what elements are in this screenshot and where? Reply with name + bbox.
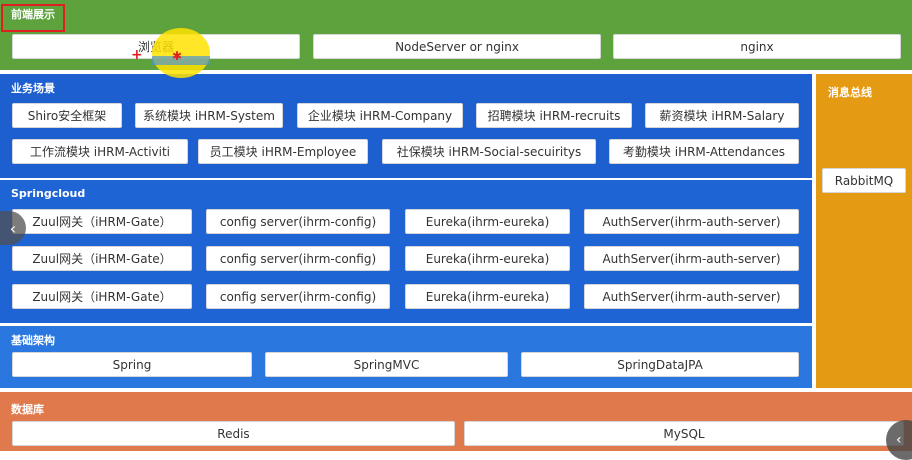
biz-box: Shiro安全框架 (12, 103, 122, 128)
infra-box: Spring (12, 352, 252, 377)
springcloud-box: config server(ihrm-config) (206, 284, 390, 309)
redis-box: Redis (12, 421, 455, 446)
springcloud-box: Eureka(ihrm-eureka) (405, 209, 570, 234)
biz-box: 企业模块 iHRM-Company (297, 103, 463, 128)
biz-box: 薪资模块 iHRM-Salary (645, 103, 799, 128)
springcloud-layer-title: Springcloud (11, 187, 86, 200)
chevron-icon: ‹ (896, 432, 902, 448)
biz-box: 员工模块 iHRM-Employee (198, 139, 368, 164)
rabbitmq-box: RabbitMQ (822, 168, 906, 193)
infrastructure-layer: 基础架构 Spring SpringMVC SpringDataJPA (0, 326, 812, 388)
message-bus-layer: 消息总线 RabbitMQ (816, 74, 912, 388)
biz-box: 工作流模块 iHRM-Activiti (12, 139, 188, 164)
springcloud-box: Eureka(ihrm-eureka) (405, 284, 570, 309)
springcloud-box: AuthServer(ihrm-auth-server) (584, 284, 799, 309)
business-layer: 业务场景 Shiro安全框架 系统模块 iHRM-System 企业模块 iHR… (0, 74, 812, 178)
chevron-left-icon: ‹ (9, 218, 17, 238)
springcloud-box: Zuul网关（iHRM-Gate） (12, 209, 192, 234)
message-bus-title: 消息总线 (828, 86, 872, 99)
cursor-highlight (152, 28, 210, 78)
infrastructure-layer-title: 基础架构 (11, 334, 55, 347)
mysql-box: MySQL (464, 421, 904, 446)
springcloud-layer: Springcloud Zuul网关（iHRM-Gate） config ser… (0, 180, 812, 323)
springcloud-box: Eureka(ihrm-eureka) (405, 246, 570, 271)
springcloud-box: config server(ihrm-config) (206, 209, 390, 234)
springcloud-box: AuthServer(ihrm-auth-server) (584, 209, 799, 234)
frontend-layer: 前端展示 浏览器 NodeServer or nginx nginx (0, 0, 912, 70)
springcloud-box: Zuul网关（iHRM-Gate） (12, 284, 192, 309)
infra-box: SpringMVC (265, 352, 508, 377)
springcloud-box: Zuul网关（iHRM-Gate） (12, 246, 192, 271)
frontend-layer-title: 前端展示 (11, 8, 55, 21)
biz-box: 招聘模块 iHRM-recruits (476, 103, 632, 128)
biz-box: 社保模块 iHRM-Social-secuiritys (382, 139, 596, 164)
infra-box: SpringDataJPA (521, 352, 799, 377)
biz-box: 系统模块 iHRM-System (135, 103, 283, 128)
nginx-box: nginx (613, 34, 901, 59)
nodeserver-box: NodeServer or nginx (313, 34, 601, 59)
crosshair-icon: + (131, 47, 143, 63)
business-layer-title: 业务场景 (11, 82, 55, 95)
prev-slide-button[interactable]: ‹ (0, 211, 26, 245)
biz-box: 考勤模块 iHRM-Attendances (609, 139, 799, 164)
database-layer: 数据库 Redis MySQL (0, 392, 912, 451)
click-marker-icon: ✱ (172, 49, 183, 63)
next-slide-button[interactable]: ‹ (886, 420, 912, 460)
highlight-frame (1, 4, 65, 32)
springcloud-box: AuthServer(ihrm-auth-server) (584, 246, 799, 271)
springcloud-box: config server(ihrm-config) (206, 246, 390, 271)
database-layer-title: 数据库 (11, 403, 44, 416)
